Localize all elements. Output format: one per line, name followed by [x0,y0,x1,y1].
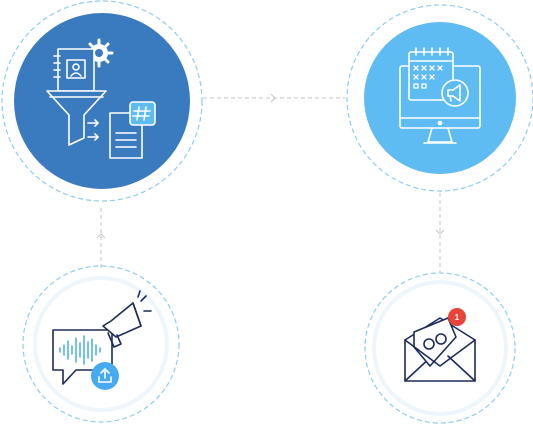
email-node: 1 [364,272,516,424]
voice-node [22,265,180,423]
notification-badge [448,308,466,326]
filter-node [1,0,203,202]
filter-document-icon [46,38,156,159]
voice-node-ring [22,265,180,423]
monitor-calendar-megaphone-icon [399,47,481,144]
calendar-node [346,4,533,192]
calendar-node-ring [346,4,533,192]
notification-badge-count: 1 [455,313,460,322]
connector-filter-to-calendar [203,93,345,103]
envelope-notification-icon [404,317,476,382]
filter-node-ring [1,0,203,202]
connector-calendar-to-email [435,193,445,272]
email-node-ring [364,272,516,424]
voice-message-megaphone-icon [52,290,152,390]
connector-voice-to-filter [96,205,106,268]
filter-node-disc [14,13,190,189]
